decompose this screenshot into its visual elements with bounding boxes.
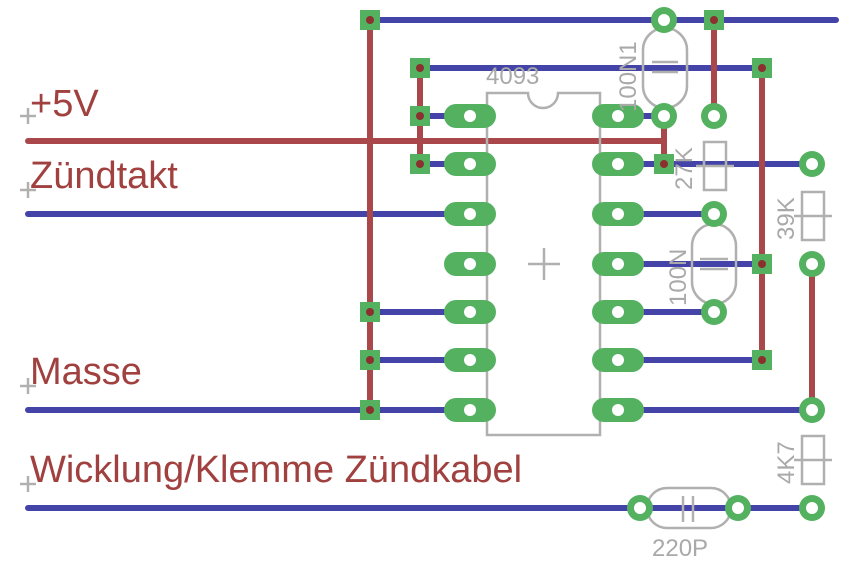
ic-pad-6[interactable] — [444, 348, 496, 372]
label-masse: Masse — [30, 351, 142, 393]
pad-4k7-bottom[interactable] — [799, 495, 825, 521]
pad-4k7-top[interactable] — [799, 397, 825, 423]
ic-pad-8[interactable] — [592, 398, 644, 422]
ic-pad-3[interactable] — [444, 202, 496, 226]
origin-cross-plus5v — [20, 108, 36, 124]
origin-cross-wicklung — [20, 476, 36, 492]
ic-pad-9[interactable] — [592, 348, 644, 372]
ic-pad-7[interactable] — [444, 398, 496, 422]
pad-100n1-bottom[interactable] — [651, 103, 677, 129]
pad-27k-top[interactable] — [701, 103, 727, 129]
ic-4093-outline — [485, 91, 602, 437]
via[interactable] — [360, 302, 380, 322]
via[interactable] — [360, 350, 380, 370]
via[interactable] — [752, 254, 772, 274]
pad-100n-bottom[interactable] — [701, 299, 727, 325]
origin-cross-zuendtakt — [20, 182, 36, 198]
via[interactable] — [360, 400, 380, 420]
via[interactable] — [410, 58, 430, 78]
ic-pad-4[interactable] — [444, 252, 496, 276]
via[interactable] — [752, 350, 772, 370]
origin-cross-masse — [20, 378, 36, 394]
ic-pad-5[interactable] — [444, 300, 496, 324]
label-100n: 100N — [665, 249, 692, 306]
via[interactable] — [360, 10, 380, 30]
component-labels: 4093 100N1 27K 39K 100N 4K7 220P — [486, 41, 800, 562]
signal-labels: +5V Zündtakt Masse Wicklung/Klemme Zündk… — [30, 83, 522, 491]
label-220p: 220P — [652, 535, 708, 562]
via[interactable] — [410, 106, 430, 126]
via[interactable] — [654, 154, 674, 174]
pad-39k-top[interactable] — [799, 151, 825, 177]
label-4k7: 4K7 — [773, 441, 800, 484]
ic-pad-2[interactable] — [444, 152, 496, 176]
ic-pad-10[interactable] — [592, 300, 644, 324]
ic-pad-11[interactable] — [592, 252, 644, 276]
pad-220p-right[interactable] — [725, 495, 751, 521]
via[interactable] — [752, 58, 772, 78]
vias — [360, 10, 772, 420]
ic-pad-12[interactable] — [592, 202, 644, 226]
pad-27k-bottom[interactable] — [701, 201, 727, 227]
via[interactable] — [704, 10, 724, 30]
ic-pad-14[interactable] — [592, 104, 644, 128]
ic-pad-13[interactable] — [592, 152, 644, 176]
label-zuendtakt: Zündtakt — [30, 155, 178, 197]
label-wicklung: Wicklung/Klemme Zündkabel — [30, 449, 522, 491]
pad-100n1-top[interactable] — [651, 7, 677, 33]
pad-39k-bottom[interactable] — [799, 251, 825, 277]
label-ic-4093: 4093 — [486, 63, 539, 90]
label-39k: 39K — [773, 197, 800, 240]
label-100n1: 100N1 — [615, 41, 642, 112]
label-plus5v: +5V — [30, 83, 99, 125]
ic-pad-1[interactable] — [444, 104, 496, 128]
label-27k: 27K — [671, 147, 698, 190]
top-layer-traces — [25, 17, 815, 413]
silkscreen — [20, 26, 832, 530]
ic-4093-pads — [444, 104, 644, 422]
pad-220p-left[interactable] — [627, 495, 653, 521]
component-pads — [627, 7, 825, 521]
via[interactable] — [410, 154, 430, 174]
